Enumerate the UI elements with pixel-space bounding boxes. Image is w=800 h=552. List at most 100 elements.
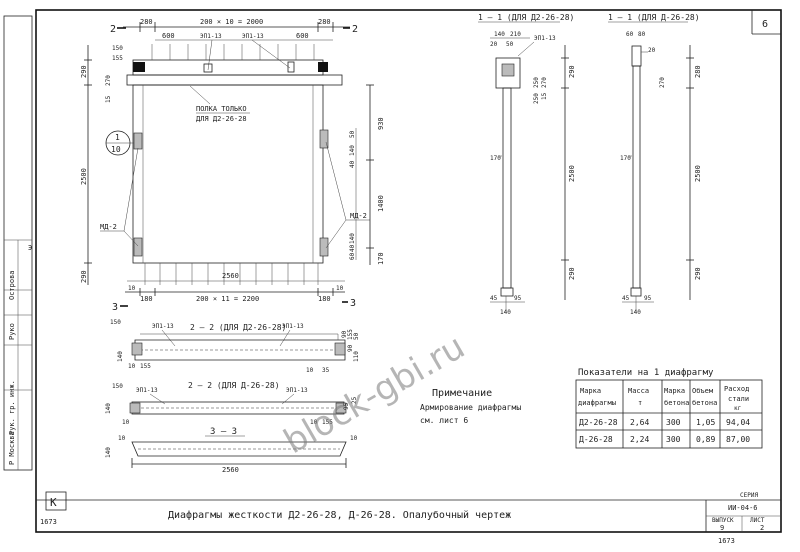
section-2a-dim-7: 90: [347, 344, 354, 352]
section-1a-callout: ЭП1-13: [534, 35, 556, 42]
section-1b-dim-top1: 60: [626, 31, 634, 38]
issue-label: ВЫПУСК: [712, 517, 734, 524]
shelf-note-line2: ДЛЯ Д2-26-28: [196, 115, 247, 123]
table-h4-l1: Расход: [724, 385, 749, 393]
section-1b-left: 170: [620, 155, 631, 162]
dim-right-s1: 50: [349, 130, 356, 138]
shelf-note-line1: ПОЛКА ТОЛЬКО: [196, 105, 247, 113]
drawing-title: Диафрагмы жесткости Д2-26-28, Д-26-28. О…: [168, 509, 511, 521]
section-2a-dim-9: 110: [353, 351, 360, 362]
dim-right-s2: 140: [349, 145, 356, 156]
table-h3-l2: бетона: [692, 399, 717, 407]
section-1a-dim-top2: 210: [510, 31, 521, 38]
section-2b-dim-2: 140: [105, 403, 112, 414]
section-1a-bottom-2: 95: [514, 295, 522, 302]
section-2b-dim-7: 25: [351, 396, 358, 404]
cut-mark-2-left: 2: [110, 24, 116, 35]
section-1b-bottom-3: 140: [630, 309, 641, 316]
side-stamp-5: Р Москва: [8, 431, 16, 465]
section-1b-side-5: 290: [694, 267, 702, 280]
section-2a-dim-1: 150: [110, 319, 121, 326]
section-2a-title: 2 – 2 (ДЛЯ Д2-26-28): [190, 323, 286, 332]
dim-left-bottom: 290: [80, 270, 88, 283]
dim-bottom-middle: 200 × 11 = 2200: [196, 295, 259, 303]
section-1a-side-3: 15: [541, 92, 548, 100]
section-1a-bottom-3: 140: [500, 309, 511, 316]
overall-width: 2560: [222, 272, 239, 280]
section-1b-bottom-1: 45: [622, 295, 630, 302]
section-1a-side-5: 250: [533, 93, 540, 104]
section-1a-dim-s2: 50: [506, 41, 514, 48]
section-1a-dim-s1: 20: [490, 41, 498, 48]
dim-inner-left: 600: [162, 32, 175, 40]
section-2a-dim-8: 50: [353, 332, 360, 340]
section-1a-title: 1 – 1 (ДЛЯ Д2-26-28): [478, 13, 574, 22]
sheet-value: 2: [760, 524, 764, 532]
section-1b: 1 – 1 (ДЛЯ Д-26-28) 60 80 20 280 270 250…: [608, 13, 702, 316]
section-2a-dim-11: 35: [322, 367, 330, 374]
table-caption: Показатели на 1 диафрагму: [578, 368, 714, 378]
dim-bottom-left: 180: [140, 295, 153, 303]
sheet-number: 6: [762, 19, 768, 30]
section-1a-side-7: 290: [568, 267, 576, 280]
side-stamp-2: Острова: [8, 270, 16, 300]
side-stamp-3: Руко: [8, 323, 16, 340]
section-2b-callout-left: ЭП1-13: [136, 387, 158, 394]
section-2b-dim-4: 10: [310, 419, 318, 426]
md-label-left: МД-2: [100, 223, 117, 231]
stamp-num: 1673: [40, 518, 57, 526]
dim-bottom-s1: 10: [128, 285, 136, 292]
dim-top-right: 280: [318, 18, 331, 26]
section-1b-title: 1 – 1 (ДЛЯ Д-26-28): [608, 13, 700, 22]
section-1b-bottom-2: 95: [644, 295, 652, 302]
note-title: Примечание: [432, 388, 492, 399]
section-2b-dim-1: 150: [112, 383, 123, 390]
table-h1-l2: т: [638, 399, 642, 407]
section-1a-side-6: 2500: [568, 165, 576, 182]
table-r1-c2: 300: [666, 435, 681, 444]
table-r0-c0: Д2-26-28: [579, 418, 618, 427]
section-2a-dim-3: 10: [128, 363, 136, 370]
dim-left-s2: 155: [112, 55, 123, 62]
table-r0-c4: 94,04: [726, 418, 750, 427]
section-2a-dim-10: 10: [306, 367, 314, 374]
section-2a-dim-2: 140: [117, 351, 124, 362]
section-1b-side-3: 270: [659, 77, 666, 88]
side-stamp: Э Острова Руко Рук. гр. инж. Р Москва К …: [4, 239, 67, 526]
side-stamp-1: Э: [28, 244, 32, 252]
dim-left-main: 2500: [80, 168, 88, 185]
sheet-frame: [35, 9, 782, 533]
cut-mark-3-right: 3: [350, 298, 356, 309]
dim-inner-right: 600: [296, 32, 309, 40]
dim-bottom-right: 180: [318, 295, 331, 303]
section-2b-dim-6: 95: [343, 402, 350, 410]
callout-right: ЭП1-13: [242, 33, 264, 40]
dim-right-s5: 40: [349, 244, 356, 252]
note-line1: Армирование диафрагмы: [420, 403, 521, 412]
dim-bottom-s2: 10: [336, 285, 344, 292]
table-h0-l2: диафрагмы: [578, 399, 616, 407]
note: Примечание Армирование диафрагмы см. лис…: [420, 388, 521, 425]
dim-right-s4: 140: [349, 233, 356, 244]
dim-right-bottom: 170: [377, 252, 385, 265]
section-2a-dim-5: 90: [341, 330, 348, 338]
section-2b-callout-right: ЭП1-13: [286, 387, 308, 394]
cut-mark-3-left: 3: [112, 302, 118, 313]
front-view: 280 200 × 10 = 2000 280 600 600 ЭП1-13 Э…: [80, 18, 385, 313]
series-label: СЕРИЯ: [740, 492, 758, 499]
section-2a-callout-right: ЭП1-13: [282, 323, 304, 330]
table-h0-l1: Марка: [580, 387, 601, 395]
table-r0-c3: 1,05: [696, 418, 715, 427]
section-1a-dim-top1: 140: [494, 31, 505, 38]
note-line2: см. лист 6: [420, 416, 468, 425]
dim-left-s1: 150: [112, 45, 123, 52]
section-3: 3 – 3 2560 140 10 10: [105, 427, 358, 474]
series-value: ИИ-04-6: [728, 504, 758, 512]
section-3-dim-3: 10: [350, 435, 358, 442]
dim-top-left: 280: [140, 18, 153, 26]
dim-right-middle: 1400: [377, 195, 385, 212]
node-bottom: 10: [111, 145, 121, 154]
section-1b-side-2: 280: [694, 65, 702, 78]
title-block: Диафрагмы жесткости Д2-26-28, Д-26-28. О…: [36, 492, 781, 545]
